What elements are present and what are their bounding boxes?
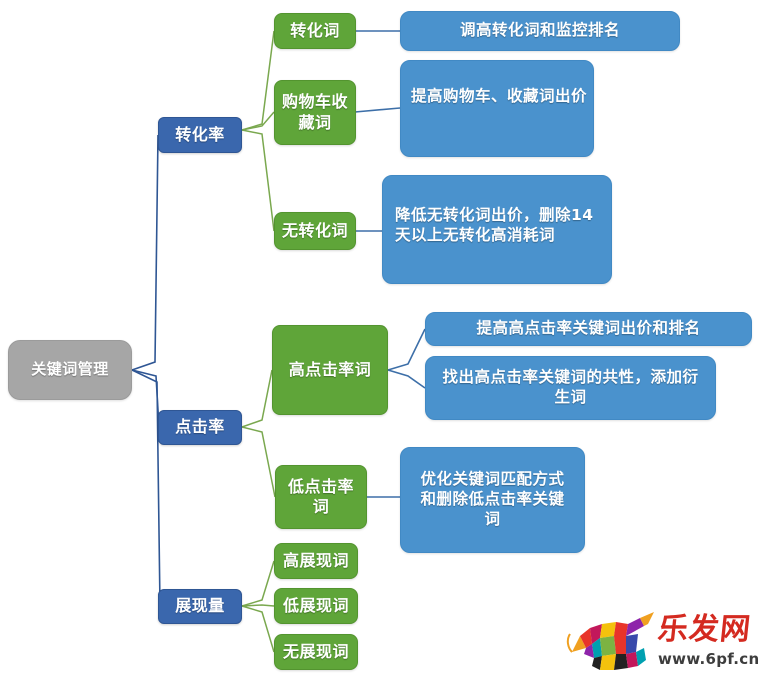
subnode-conversion-word[interactable]: 转化词 — [274, 13, 356, 49]
action-raise-cart-favorite-bid[interactable]: 提高购物车、收藏词出价 — [400, 60, 594, 157]
watermark: 乐发网 www.6pf.cn — [566, 608, 759, 674]
subnode-low-ctr-word[interactable]: 低点击率词 — [275, 465, 367, 529]
branch-node-conversion-rate[interactable]: 转化率 — [158, 117, 242, 153]
subnode-no-impression-word[interactable]: 无展现词 — [274, 634, 358, 670]
branch-node-impressions[interactable]: 展现量 — [158, 589, 242, 624]
watermark-brand: 乐发网 — [656, 612, 753, 647]
action-lower-no-conversion-bid[interactable]: 降低无转化词出价，删除14天以上无转化高消耗词 — [382, 175, 612, 284]
subnode-high-ctr-word[interactable]: 高点击率词 — [272, 325, 388, 415]
action-find-high-ctr-commonality[interactable]: 找出高点击率关键词的共性，添加衍生词 — [425, 356, 716, 420]
subnode-low-impression-word[interactable]: 低展现词 — [274, 588, 358, 624]
action-optimize-match-delete-low-ctr[interactable]: 优化关键词匹配方式和删除低点击率关键词 — [400, 447, 585, 553]
action-raise-conversion-word-bid[interactable]: 调高转化词和监控排名 — [400, 11, 680, 51]
branch-node-click-rate[interactable]: 点击率 — [158, 410, 242, 445]
subnode-no-conversion-word[interactable]: 无转化词 — [274, 212, 356, 250]
watermark-url: www.6pf.cn — [658, 650, 759, 668]
root-node-keyword-management[interactable]: 关键词管理 — [8, 340, 132, 400]
action-raise-high-ctr-bid[interactable]: 提高高点击率关键词出价和排名 — [425, 312, 752, 346]
subnode-cart-favorite-word[interactable]: 购物车收藏词 — [274, 80, 356, 145]
bull-logo-icon — [566, 612, 654, 670]
subnode-high-impression-word[interactable]: 高展现词 — [274, 543, 358, 579]
